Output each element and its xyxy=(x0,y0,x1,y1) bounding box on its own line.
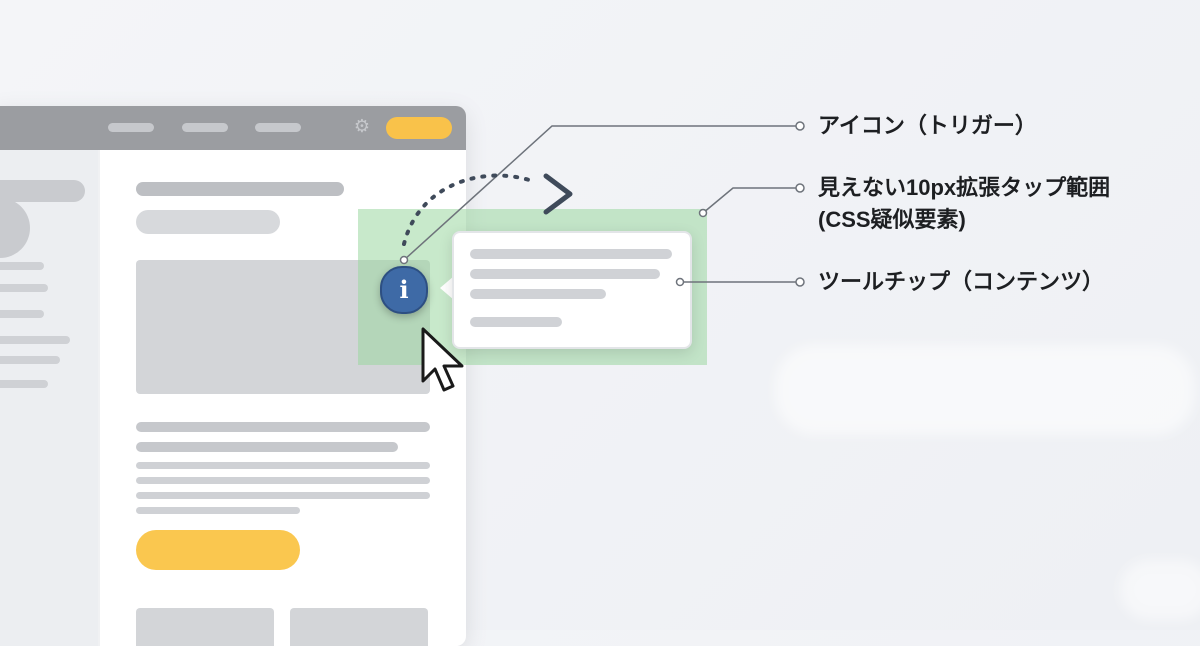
info-icon[interactable]: i xyxy=(380,266,428,314)
text-line-placeholder xyxy=(136,507,300,514)
tooltip-callout-dot xyxy=(795,277,805,287)
text-line-placeholder xyxy=(136,422,430,432)
sidebar-item-placeholder[interactable] xyxy=(0,262,44,270)
avatar xyxy=(0,198,30,258)
nav-placeholder xyxy=(255,123,301,132)
sidebar-item-placeholder[interactable] xyxy=(0,310,44,318)
tooltip xyxy=(452,231,692,349)
sidebar-item-placeholder[interactable] xyxy=(0,284,48,292)
tooltip-arrow xyxy=(440,276,454,300)
browser-toolbar: ⚙ xyxy=(0,106,466,150)
mouse-cursor-icon xyxy=(421,327,464,392)
gear-icon[interactable]: ⚙ xyxy=(353,116,371,137)
background-blur xyxy=(1120,560,1200,620)
card-placeholder[interactable] xyxy=(290,608,428,646)
cta-button[interactable] xyxy=(136,530,300,570)
text-line-placeholder xyxy=(136,442,398,452)
tooltip-text-placeholder xyxy=(470,317,562,327)
toolbar-cta-button[interactable] xyxy=(386,117,452,139)
sidebar-heading-placeholder xyxy=(0,180,85,202)
tooltip-text-placeholder xyxy=(470,249,672,259)
nav-placeholder xyxy=(108,123,154,132)
chevron-right-icon xyxy=(543,173,573,215)
sidebar-item-placeholder[interactable] xyxy=(0,356,60,364)
browser-mockup: ⚙ xyxy=(0,106,466,646)
background-blur xyxy=(775,345,1195,435)
sidebar xyxy=(0,150,98,646)
callout-label-tap-area-note: (CSS疑似要素) xyxy=(818,207,966,232)
text-line-placeholder xyxy=(136,492,430,499)
text-line-placeholder xyxy=(136,462,430,469)
callout-label-icon: アイコン（トリガー） xyxy=(818,113,1037,138)
tooltip-text-placeholder xyxy=(470,289,606,299)
subtitle-placeholder xyxy=(136,210,280,234)
callout-label-tap-area: 見えない10px拡張タップ範囲 xyxy=(818,175,1111,200)
nav-placeholder xyxy=(182,123,228,132)
tooltip-text-placeholder xyxy=(470,269,660,279)
sidebar-item-placeholder[interactable] xyxy=(0,336,70,344)
tap-area-callout-dot xyxy=(795,183,805,193)
text-line-placeholder xyxy=(136,477,430,484)
page-title-placeholder xyxy=(136,182,344,196)
card-placeholder[interactable] xyxy=(136,608,274,646)
tap-area-callout-line xyxy=(702,187,798,214)
sidebar-item-placeholder[interactable] xyxy=(0,380,48,388)
callout-label-tooltip: ツールチップ（コンテンツ） xyxy=(818,269,1105,294)
icon-callout-dot xyxy=(795,121,805,131)
